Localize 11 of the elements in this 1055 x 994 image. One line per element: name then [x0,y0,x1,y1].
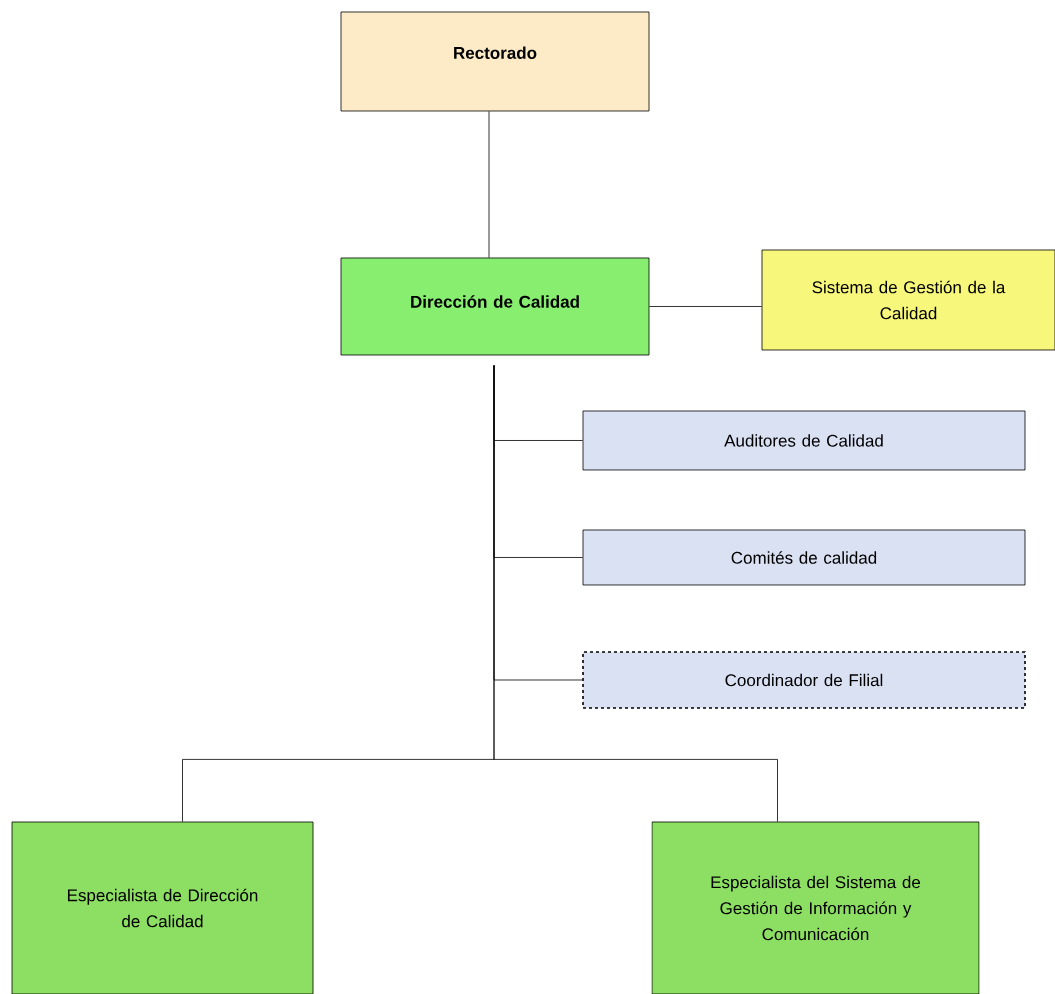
specialist-box: Especialista de Dirección de Calidad [11,821,314,994]
connector-line [649,306,762,307]
unit-box: Coordinador de Filial [582,651,1026,709]
top-box: Rectorado [340,11,650,112]
specialist-box: Especialista del Sistema de Gestión de Información y Comunicación [651,821,980,994]
connector-line [493,365,778,822]
unit-box: Comités de calidad [582,529,1026,586]
connector-line [488,111,490,258]
system-box: Sistema de Gestión de la Calidad [761,249,1055,351]
unit-box: Auditores de Calidad [582,410,1026,471]
department-box: Dirección de Calidad [340,257,650,356]
